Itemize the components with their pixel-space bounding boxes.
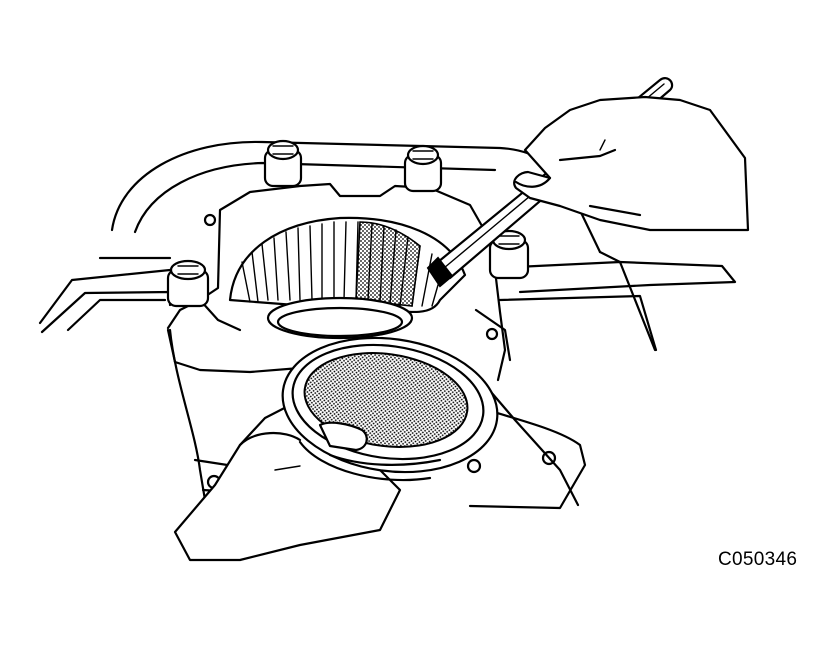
bolt-left [166,259,210,308]
ring-gear [228,216,467,340]
right-hand [513,95,750,232]
bolt-top-right [403,144,443,193]
left-thumb [318,421,368,452]
housing-bolts [166,139,530,308]
figure-reference-code: C050346 [718,549,798,570]
ring-gear-dotted-teeth [355,221,421,307]
bolt-top-left [263,139,303,188]
